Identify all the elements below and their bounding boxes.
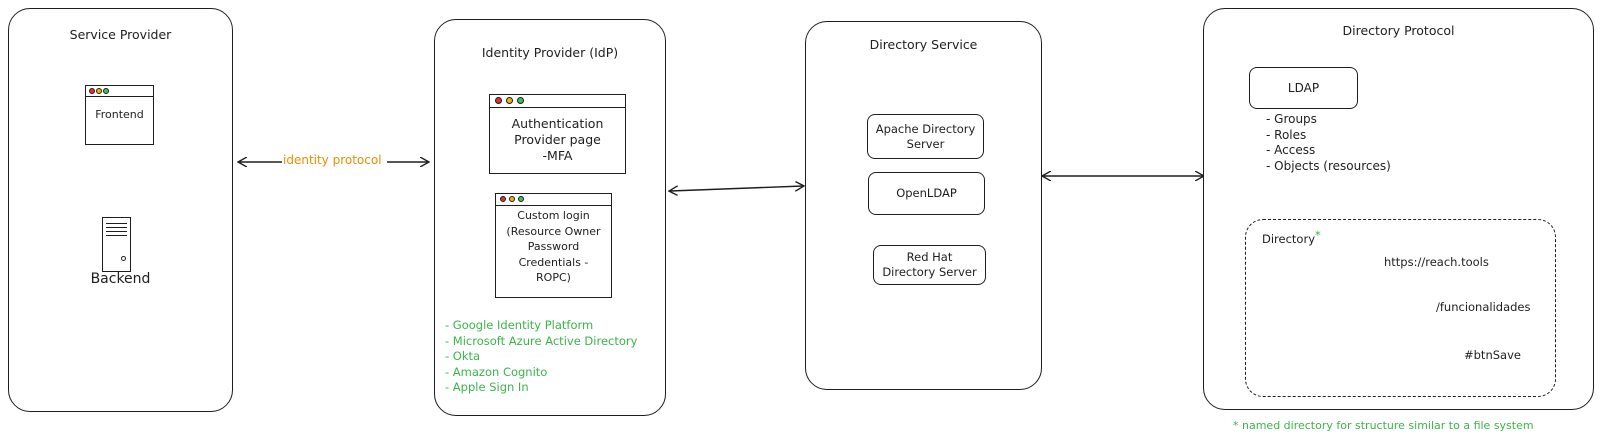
provider-item: - Apple Sign In xyxy=(445,380,529,395)
ldap-items-list: - Groups - Roles - Access - Objects (res… xyxy=(1266,112,1391,174)
auth-provider-page-window: Authentication Provider page -MFA xyxy=(489,94,626,174)
custom-login-window: Custom login (Resource Owner Password Cr… xyxy=(495,193,612,298)
provider-item: - Amazon Cognito xyxy=(445,364,548,379)
directory-service-title: Directory Service xyxy=(869,37,978,52)
window-close-dot xyxy=(500,196,506,202)
custom-login-line: Custom login xyxy=(517,209,590,222)
server-line: Red Hat xyxy=(906,250,953,264)
auth-page-line: -MFA xyxy=(542,148,573,163)
directory-protocol-panel: Directory Protocol LDAP - Groups - Roles… xyxy=(1203,8,1594,410)
window-close-dot xyxy=(495,97,502,104)
service-provider-panel: Service Provider Frontend Backend xyxy=(8,8,233,412)
window-maximize-dot xyxy=(517,97,524,104)
server-line: OpenLDAP xyxy=(896,186,957,200)
directory-structure-box xyxy=(1245,219,1556,397)
openldap-box: OpenLDAP xyxy=(868,172,985,215)
arrow-idp-directory-service xyxy=(670,186,803,191)
red-hat-directory-server-box: Red Hat Directory Server xyxy=(873,245,986,285)
directory-label: Directory xyxy=(1262,232,1316,246)
ldap-item: - Access xyxy=(1266,143,1316,158)
ldap-item: - Objects (resources) xyxy=(1266,158,1391,173)
provider-item: - Okta xyxy=(445,349,481,364)
apache-directory-server-box: Apache Directory Server xyxy=(867,114,984,159)
auth-window-titlebar xyxy=(490,95,625,108)
custom-login-titlebar xyxy=(496,194,611,206)
server-line: Server xyxy=(906,136,945,151)
backend-label: Backend xyxy=(90,271,151,287)
auth-page-line: Authentication xyxy=(511,116,604,131)
identity-provider-list: - Google Identity Platform - Microsoft A… xyxy=(445,318,637,396)
frontend-window-titlebar xyxy=(86,86,153,97)
tree-level1-label: /funcionalidades xyxy=(1436,300,1531,314)
identity-provider-panel: Identity Provider (IdP) Authentication P… xyxy=(434,19,666,416)
custom-login-text: Custom login (Resource Owner Password Cr… xyxy=(496,208,611,286)
auth-page-text: Authentication Provider page -MFA xyxy=(490,116,625,164)
custom-login-line: (Resource Owner xyxy=(506,224,601,238)
service-provider-title: Service Provider xyxy=(69,27,172,42)
frontend-label: Frontend xyxy=(95,108,144,121)
server-icon xyxy=(102,217,131,272)
directory-asterisk: * xyxy=(1315,228,1321,242)
tree-root-label: https://reach.tools xyxy=(1384,255,1489,269)
window-minimize-dot xyxy=(506,97,513,104)
custom-login-line: Credentials - xyxy=(518,255,589,269)
server-line: Directory Server xyxy=(882,265,977,279)
custom-login-line: ROPC) xyxy=(536,271,571,284)
custom-login-line: Password xyxy=(527,240,580,253)
identity-protocol-label: identity protocol xyxy=(283,153,382,167)
frontend-window: Frontend xyxy=(85,85,154,145)
auth-page-line: Provider page xyxy=(514,132,601,147)
window-maximize-dot xyxy=(518,196,524,202)
window-minimize-dot xyxy=(96,88,102,94)
provider-item: - Microsoft Azure Active Directory xyxy=(445,333,638,348)
directory-label-wrap: Directory* xyxy=(1262,228,1321,246)
tree-leaf-label: #btnSave xyxy=(1464,348,1521,362)
directory-service-panel: Directory Service Apache Directory Serve… xyxy=(805,21,1042,390)
provider-item: - Google Identity Platform xyxy=(445,318,594,332)
ldap-box: LDAP xyxy=(1249,67,1358,109)
directory-protocol-title: Directory Protocol xyxy=(1342,23,1455,38)
server-line: Apache Directory xyxy=(875,121,976,136)
ldap-label: LDAP xyxy=(1287,80,1320,95)
window-minimize-dot xyxy=(509,196,515,202)
identity-provider-title: Identity Provider (IdP) xyxy=(481,45,619,60)
window-maximize-dot xyxy=(103,88,109,94)
directory-footnote: * named directory for structure similar … xyxy=(1233,419,1534,432)
ldap-item: - Roles xyxy=(1266,127,1307,142)
window-close-dot xyxy=(89,88,95,94)
ldap-item: - Groups xyxy=(1266,112,1317,126)
